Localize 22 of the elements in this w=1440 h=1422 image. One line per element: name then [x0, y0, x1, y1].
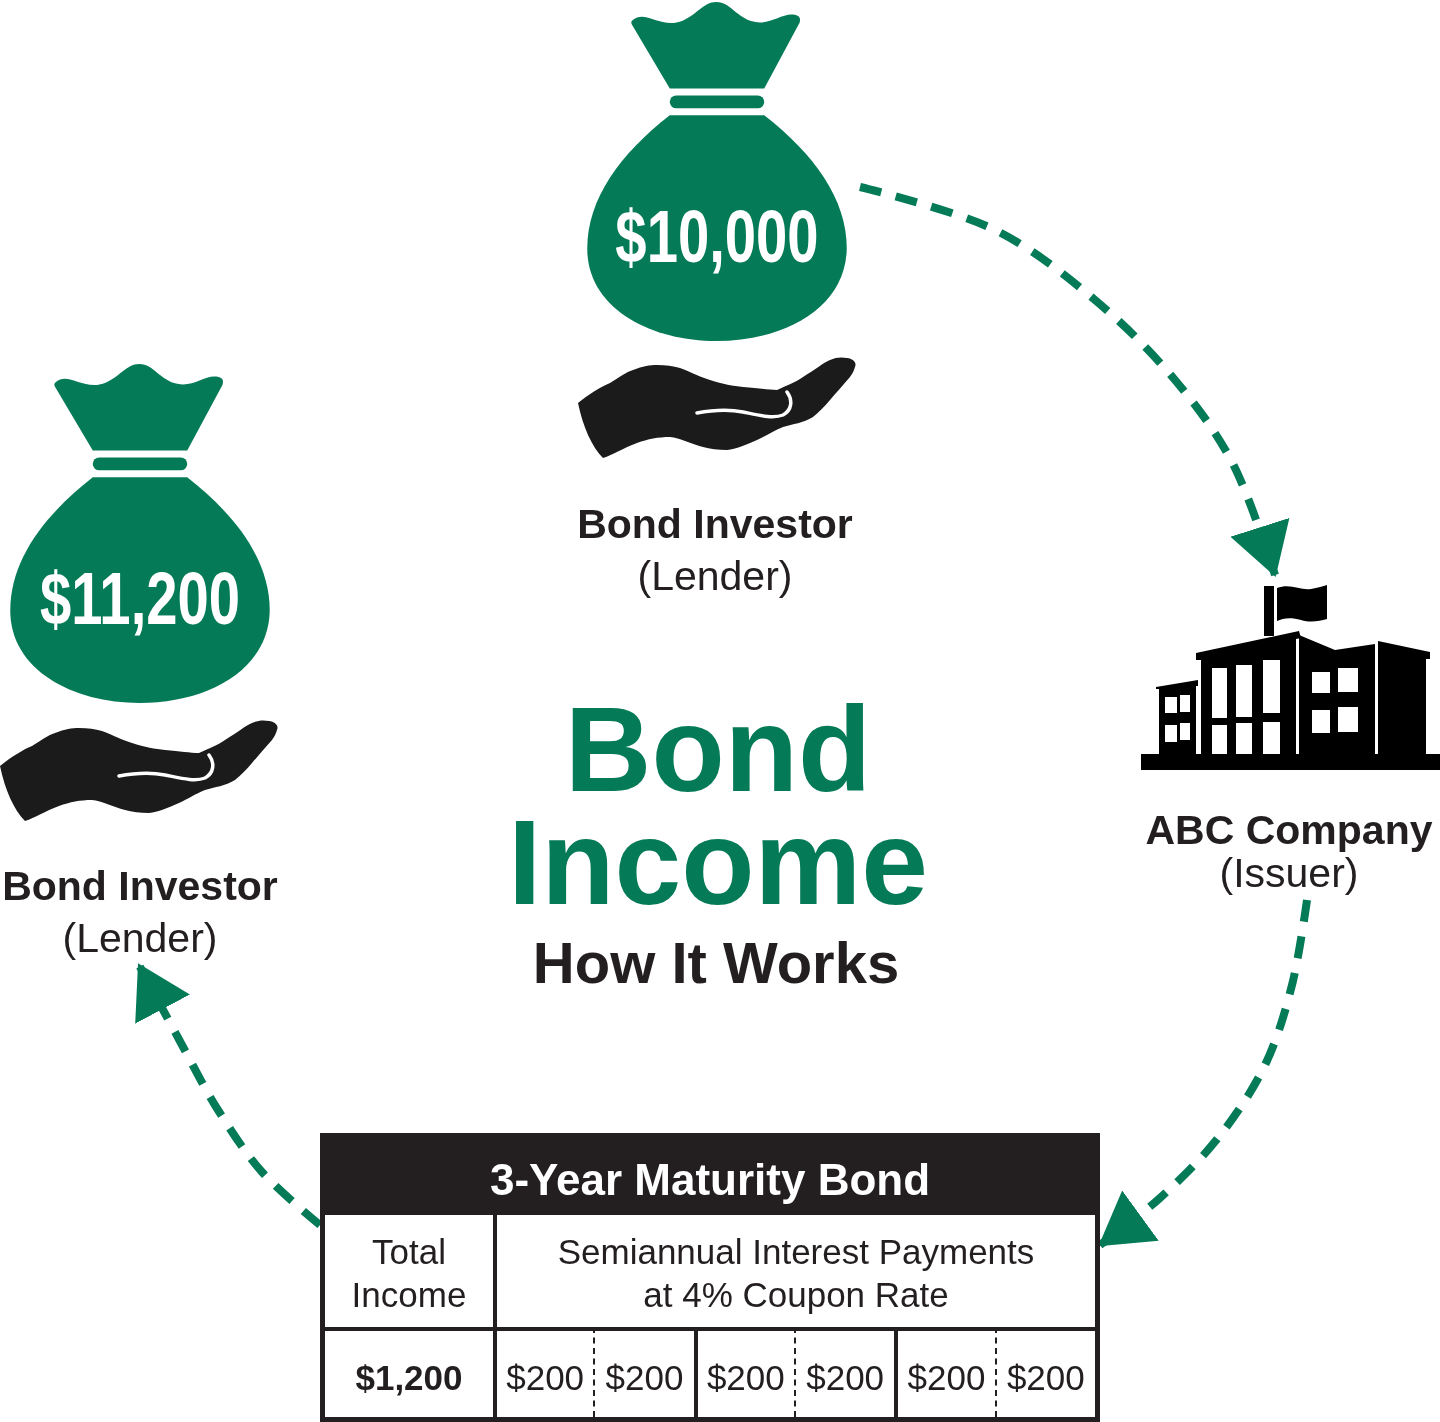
investor-role: (Lender) — [62, 914, 218, 963]
payment-cell: $200 — [693, 1327, 794, 1417]
diagram-title: Bond Income — [506, 693, 930, 919]
payment-cell: $200 — [794, 1327, 895, 1417]
column-header-cell: Semiannual Interest Payments at 4% Coupon Rate — [493, 1215, 1095, 1327]
payment-cell: $200 — [994, 1327, 1095, 1417]
column-header-cell-text: Total Income — [350, 1231, 468, 1316]
investor-role: (Lender) — [637, 552, 793, 601]
company-role: (Issuer) — [1219, 852, 1359, 895]
payment-cell: $200 — [593, 1327, 694, 1417]
bag-amount: $11,200 — [39, 562, 241, 636]
company-name: ABC Company — [1145, 809, 1433, 852]
payment-cell: $200 — [894, 1327, 995, 1417]
bag-amount: $10,000 — [615, 200, 819, 274]
subtitle: How It Works — [532, 934, 900, 992]
payment-cell: $200 — [493, 1327, 594, 1417]
table-header: 3-Year Maturity Bond — [325, 1138, 1095, 1215]
total-income-cell: $1,200 — [325, 1327, 493, 1417]
investor-name: Bond Investor — [577, 500, 853, 549]
bond-table — [320, 1133, 1100, 1422]
dashed-arrow — [859, 183, 1290, 577]
investor-name: Bond Investor — [2, 862, 278, 911]
